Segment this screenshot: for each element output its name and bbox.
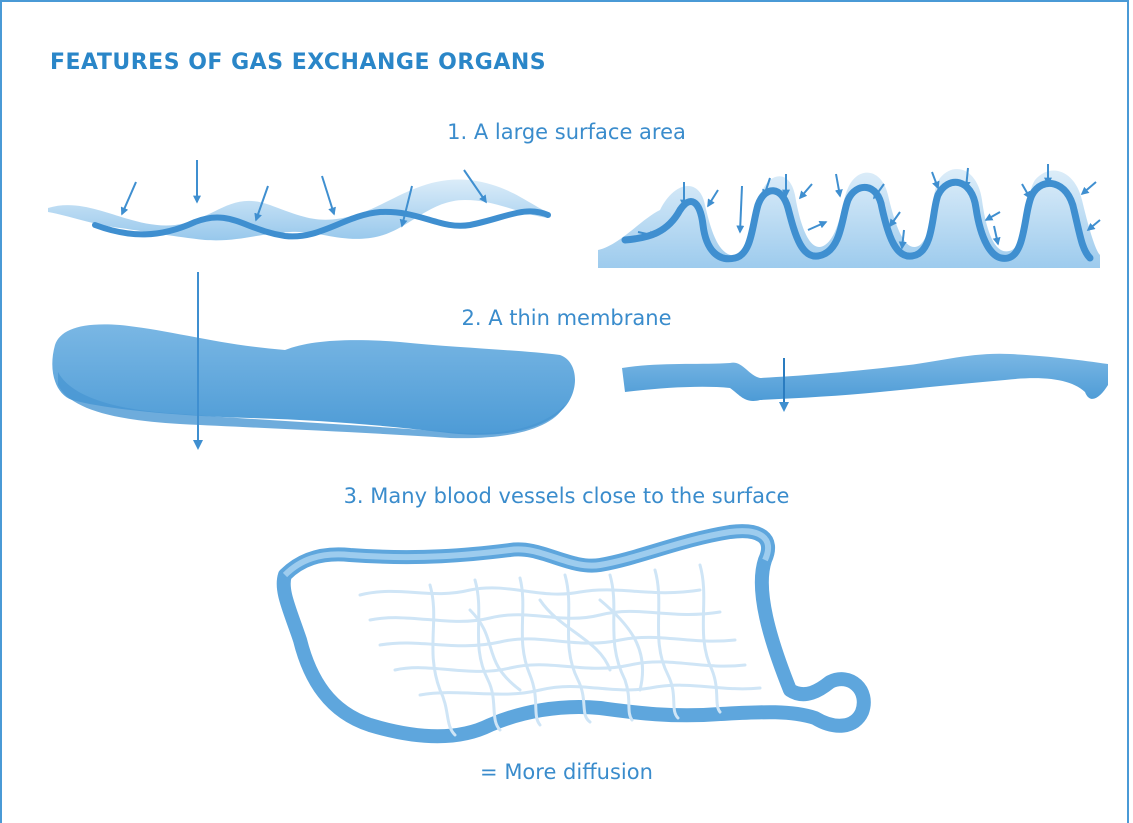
gas-arrow-icon [740, 186, 742, 232]
gas-arrow-icon [122, 182, 136, 214]
wavy-surface-small [48, 160, 548, 240]
gas-arrow-icon [986, 212, 1000, 220]
gas-arrow-icon [322, 176, 334, 214]
gas-arrow-icon [1088, 220, 1100, 230]
gas-arrow-icon [994, 226, 998, 244]
gas-arrow-icon [800, 184, 812, 198]
gas-arrow-icon [836, 174, 840, 196]
thin-membrane [622, 354, 1108, 410]
gas-arrow-icon [808, 222, 826, 230]
gas-arrow-icon [708, 190, 718, 206]
gas-arrow-icon [1022, 184, 1030, 198]
folded-surface-large [598, 164, 1100, 268]
gas-arrow-icon [932, 172, 938, 188]
thick-membrane [52, 272, 575, 448]
gas-arrow-icon [1082, 182, 1096, 194]
capillary-network [284, 531, 864, 736]
